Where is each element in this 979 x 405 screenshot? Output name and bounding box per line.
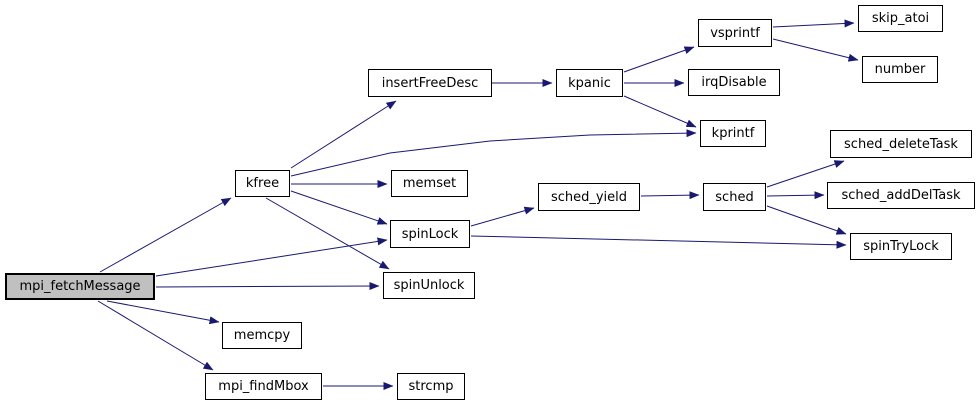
edge-mpi_fetchMessage-to-mpi_findMbox [97,300,214,371]
node-skip_atoi[interactable]: skip_atoi [858,5,943,32]
edge-sched-to-sched_deleteTask [766,160,845,188]
node-mpi_findMbox[interactable]: mpi_findMbox [205,373,322,400]
edge-mpi_fetchMessage-to-spinLock [155,237,388,277]
node-irqDisable[interactable]: irqDisable [688,69,780,96]
node-vsprintf[interactable]: vsprintf [698,19,772,47]
node-insertFreeDesc[interactable]: insertFreeDesc [368,69,492,97]
edge-mpi_fetchMessage-to-spinUnlock [155,282,380,291]
edge-sched_yield-to-sched [640,191,700,200]
edge-kpanic-to-kprintf [623,95,697,128]
node-kpanic[interactable]: kpanic [556,69,623,97]
edge-kpanic-to-vsprintf [623,46,695,73]
node-number[interactable]: number [862,56,938,83]
edge-mpi_fetchMessage-to-kfree [99,197,232,273]
node-memcpy[interactable]: memcpy [222,322,302,349]
node-spinLock[interactable]: spinLock [390,220,470,248]
edge-vsprintf-to-skip_atoi [772,19,855,28]
node-strcmp[interactable]: strcmp [397,373,465,400]
edge-kfree-to-insertFreeDesc [290,100,397,169]
node-mpi_fetchMessage[interactable]: mpi_fetchMessage [5,273,155,300]
node-sched_yield[interactable]: sched_yield [538,183,640,211]
node-sched_deleteTask[interactable]: sched_deleteTask [830,130,972,158]
edge-mpi_fetchMessage-to-memcpy [106,300,220,325]
edge-spinLock-to-sched_yield [470,206,535,227]
node-spinUnlock[interactable]: spinUnlock [383,272,475,299]
edge-spinLock-to-spinTryLock [470,235,847,249]
edge-sched-to-spinTryLock [766,205,847,235]
node-memset[interactable]: memset [391,170,468,197]
edge-kfree-to-spinUnlock [265,197,390,270]
node-kprintf[interactable]: kprintf [700,120,766,147]
edge-sched-to-sched_addDelTask [766,191,825,200]
node-kfree[interactable]: kfree [235,170,290,197]
node-spinTryLock[interactable]: spinTryLock [850,233,952,260]
edge-kfree-to-kprintf [290,129,697,177]
node-sched_addDelTask[interactable]: sched_addDelTask [827,182,975,209]
node-sched[interactable]: sched [703,183,766,211]
edge-vsprintf-to-number [772,38,859,62]
edge-kfree-to-spinLock [290,190,388,225]
